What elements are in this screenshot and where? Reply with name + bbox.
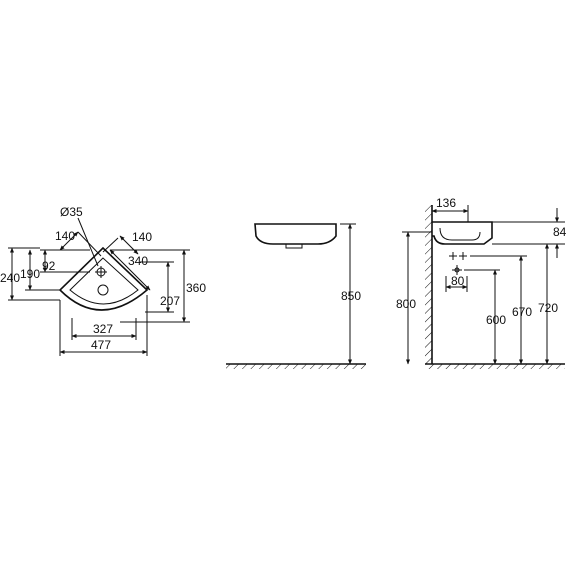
dim-240: 240	[0, 271, 20, 285]
dim-720: 720	[538, 301, 558, 315]
dim-92: 92	[42, 259, 56, 273]
dim-diameter-hole: Ø35	[60, 205, 83, 219]
dim-477: 477	[91, 338, 111, 352]
dim-850: 850	[341, 289, 361, 303]
drain-icon	[97, 284, 109, 296]
dim-340: 340	[128, 254, 148, 268]
dim-207: 207	[160, 294, 180, 308]
basin-outline	[58, 246, 149, 311]
dim-80: 80	[451, 274, 465, 288]
basin-side	[432, 221, 493, 245]
dim-140-left: 140	[55, 229, 75, 243]
basin-bowl	[69, 257, 139, 305]
dim-800: 800	[396, 297, 416, 311]
dim-327: 327	[93, 322, 113, 336]
top-view: Ø35 140 140 92 190 240 340 360	[0, 205, 206, 356]
dim-84: 84	[553, 225, 567, 239]
dim-140-right: 140	[132, 230, 152, 244]
dim-670: 670	[512, 305, 532, 319]
basin-front	[254, 223, 337, 245]
side-view: 136 84 80 800 600 670 720	[396, 196, 567, 369]
dim-190: 190	[20, 267, 40, 281]
dim-360: 360	[186, 281, 206, 295]
basin-drain-front	[285, 243, 303, 249]
dim-600: 600	[486, 313, 506, 327]
dim-136: 136	[436, 196, 456, 210]
front-view: 850	[226, 223, 366, 369]
